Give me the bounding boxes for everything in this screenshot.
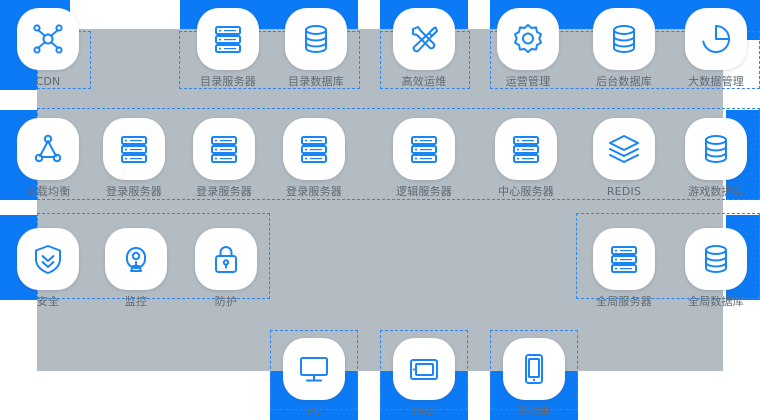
server-rack-icon [593,228,655,290]
architecture-node[interactable]: 登录服务器 [186,118,262,198]
architecture-node[interactable]: 登录服务器 [276,118,352,198]
node-label: 目录数据库 [288,75,344,88]
architecture-node[interactable]: 安全 [10,228,86,308]
server-rack-icon [103,118,165,180]
node-label: 目录服务器 [200,75,256,88]
database-cylinder-icon [285,8,347,70]
node-label: 游戏数据库 [688,185,744,198]
node-label: PAD [412,405,436,418]
architecture-node[interactable]: 全局服务器 [586,228,662,308]
smartphone-icon [503,338,565,400]
architecture-node[interactable]: 高效运维 [386,8,462,88]
padlock-icon [195,228,257,290]
node-label: 高效运维 [401,75,447,88]
group-directory [179,31,360,89]
node-label: 登录服务器 [106,185,162,198]
node-label: CDN [35,75,61,88]
node-label: 全局服务器 [596,295,652,308]
node-label: 登录服务器 [196,185,252,198]
architecture-node[interactable]: REDIS [586,118,662,198]
architecture-node[interactable]: 游戏数据库 [678,118,754,198]
server-rack-icon [393,118,455,180]
architecture-node[interactable]: 负载均衡 [10,118,86,198]
database-cylinder-icon [593,8,655,70]
tools-wrench-icon [393,8,455,70]
node-label: 负载均衡 [25,185,71,198]
cctv-camera-icon [105,228,167,290]
architecture-node[interactable]: 监控 [98,228,174,308]
architecture-node[interactable]: PAD [386,338,462,418]
database-cylinder-icon [685,228,747,290]
node-label: PC [306,405,322,418]
architecture-node[interactable]: 目录服务器 [190,8,266,88]
architecture-node[interactable]: 移动端 [496,338,572,418]
group-pc [270,330,358,410]
load-balancer-icon [17,118,79,180]
architecture-node[interactable]: CDN [10,8,86,88]
architecture-node[interactable]: 逻辑服务器 [386,118,462,198]
group-pad [380,330,468,410]
node-label: 后台数据库 [596,75,652,88]
architecture-node[interactable]: 中心服务器 [488,118,564,198]
node-label: REDIS [606,185,642,198]
architecture-node[interactable]: 防护 [188,228,264,308]
node-label: 逻辑服务器 [396,185,452,198]
architecture-node[interactable]: 目录数据库 [278,8,354,88]
node-label: 运营管理 [505,75,551,88]
server-rack-icon [197,8,259,70]
architecture-node[interactable]: 全局数据库 [678,228,754,308]
server-rack-icon [495,118,557,180]
architecture-node[interactable]: 登录服务器 [96,118,172,198]
node-label: 防护 [214,295,238,308]
cdn-network-icon [17,8,79,70]
node-label: 大数据管理 [688,75,744,88]
layers-stack-icon [593,118,655,180]
node-label: 中心服务器 [498,185,554,198]
database-cylinder-icon [685,118,747,180]
shield-check-icon [17,228,79,290]
node-label: 全局数据库 [688,295,744,308]
architecture-node[interactable]: 运营管理 [490,8,566,88]
architecture-node[interactable]: 后台数据库 [586,8,662,88]
node-label: 登录服务器 [286,185,342,198]
tablet-icon [393,338,455,400]
server-rack-icon [193,118,255,180]
gear-settings-icon [497,8,559,70]
group-mobile [490,330,578,410]
pie-chart-icon [685,8,747,70]
node-label: 监控 [124,295,148,308]
architecture-node[interactable]: 大数据管理 [678,8,754,88]
node-label: 移动端 [517,405,551,418]
node-label: 安全 [36,295,60,308]
server-rack-icon [283,118,345,180]
architecture-node[interactable]: PC [276,338,352,418]
desktop-monitor-icon [283,338,345,400]
